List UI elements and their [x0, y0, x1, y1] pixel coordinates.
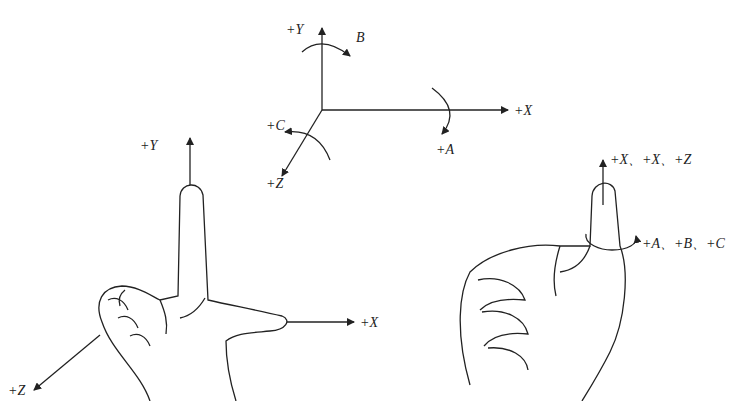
axis-label: +X	[360, 315, 378, 330]
axis-label: +C	[266, 118, 285, 133]
a-rotation-arrow	[432, 88, 450, 134]
thumb-axis-arrow	[602, 160, 603, 205]
z-axis	[282, 110, 322, 176]
axis-label: +Y	[140, 138, 157, 153]
y-axis	[321, 28, 322, 110]
axis-label: +A、+B、+C	[642, 236, 725, 251]
axis-label: +Z	[8, 383, 25, 398]
axis-label: +Z	[266, 176, 283, 191]
hand-z-axis	[34, 335, 100, 390]
right-hand-drawing	[99, 185, 287, 401]
axis-label: B	[356, 30, 365, 45]
axis-label: +X、+X、+Z	[610, 152, 691, 167]
axis-label: +Y	[286, 22, 303, 37]
axis-label: +A	[436, 142, 454, 157]
c-rotation-arrow	[285, 132, 330, 160]
fist-drawing	[460, 183, 625, 401]
axis-label: +X	[514, 103, 532, 118]
finger-lines	[108, 290, 205, 346]
x-axis	[322, 109, 508, 110]
fist-lines	[478, 246, 590, 370]
b-rotation-arrow	[302, 44, 350, 56]
thumb-rotation-arrow	[586, 234, 636, 250]
